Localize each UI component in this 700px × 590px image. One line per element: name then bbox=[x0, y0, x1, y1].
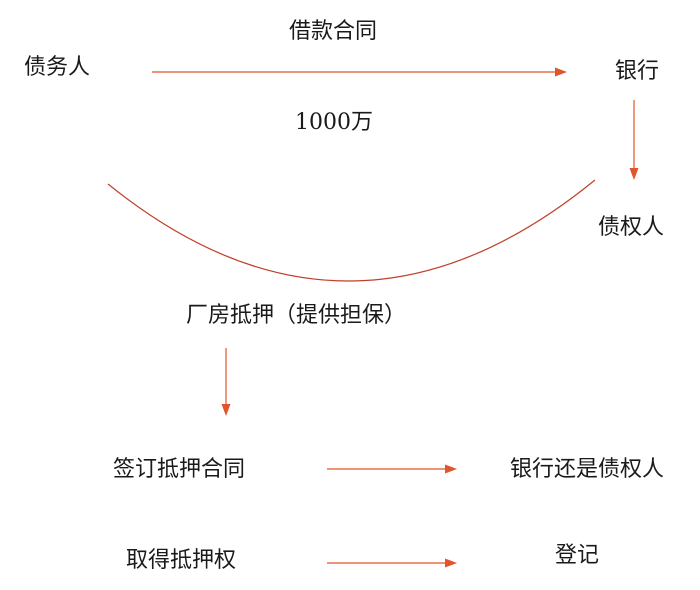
sign-mortgage-contract-label: 签订抵押合同 bbox=[113, 457, 246, 482]
relationship-arc bbox=[107, 179, 596, 282]
contract-arrowhead bbox=[445, 464, 457, 474]
bank-or-creditor-label: 银行还是债权人 bbox=[510, 457, 665, 482]
obtain-mortgage-right-label: 取得抵押权 bbox=[126, 548, 237, 573]
register-arrowhead bbox=[445, 558, 457, 568]
amount-label: 1000万 bbox=[295, 110, 373, 135]
debtor-label: 债务人 bbox=[24, 55, 91, 80]
loan-arrowhead bbox=[555, 67, 567, 77]
loan-contract-label: 借款合同 bbox=[289, 19, 378, 44]
creditor-label: 债权人 bbox=[598, 215, 665, 240]
register-label: 登记 bbox=[555, 543, 600, 568]
bank-to-creditor-arrowhead bbox=[629, 168, 639, 180]
factory-mortgage-label: 厂房抵押（提供担保） bbox=[186, 303, 407, 328]
mortgage-down-arrowhead bbox=[221, 404, 231, 416]
bank-label: 银行 bbox=[615, 59, 660, 84]
